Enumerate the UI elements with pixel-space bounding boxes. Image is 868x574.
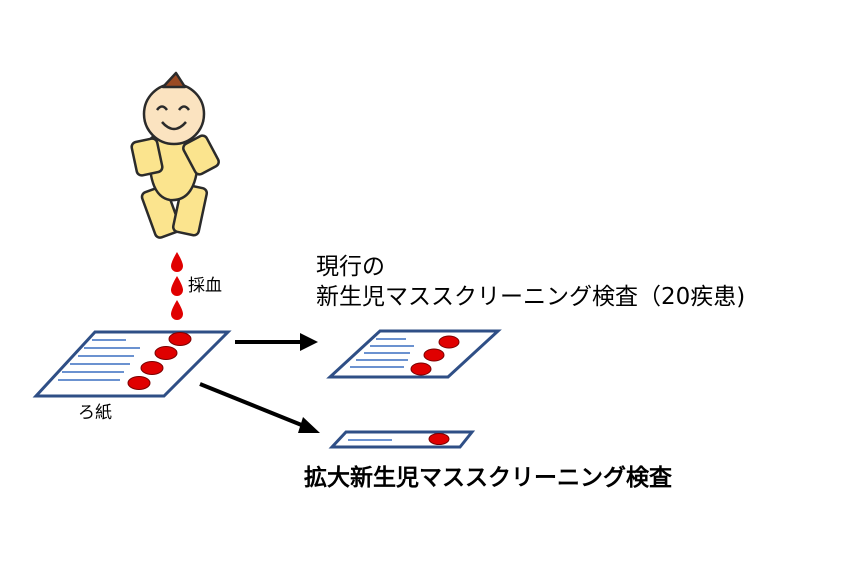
- blood-drop-icon: [171, 276, 183, 296]
- blood-drops: [171, 252, 183, 320]
- blood-drop-icon: [171, 300, 183, 320]
- current-test-line2: 新生児マススクリーニング検査（20疾患): [316, 284, 746, 311]
- arrow-icon: [199, 382, 305, 428]
- arrow-head: [300, 333, 318, 351]
- blood-spot: [127, 376, 151, 390]
- baby-illustration: [130, 71, 220, 239]
- blood-spot: [168, 332, 192, 346]
- blood-spot: [438, 335, 460, 349]
- arrows: [199, 333, 320, 433]
- blood-collection-label: 採血: [188, 276, 222, 296]
- blood-spot: [140, 361, 164, 375]
- current-test-line1: 現行の: [316, 254, 385, 280]
- blood-spot: [410, 362, 432, 376]
- filter-paper-label: ろ紙: [78, 403, 112, 423]
- filter-paper-icon: [32, 330, 232, 398]
- blood-spot: [423, 348, 445, 362]
- blood-spot: [428, 433, 450, 445]
- arrow-head: [298, 417, 320, 433]
- expanded-test-title: 拡大新生児マススクリーニング検査: [304, 465, 672, 491]
- blood-spot: [154, 346, 178, 360]
- filter-paper-current: [326, 329, 502, 379]
- current-test-title: 現行の 新生児マススクリーニング検査（20疾患): [316, 254, 745, 311]
- filter-paper-expanded: [328, 430, 476, 449]
- blood-drop-icon: [171, 252, 183, 272]
